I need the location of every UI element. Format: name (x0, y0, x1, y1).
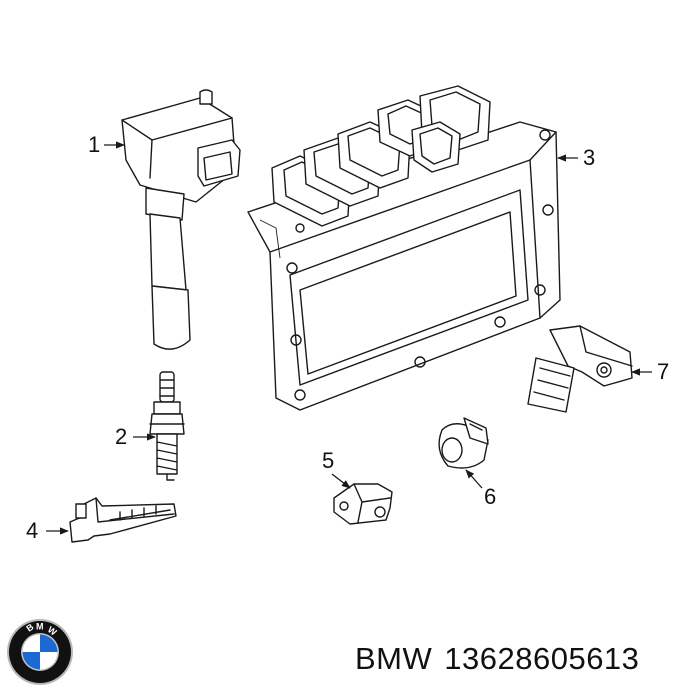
callout-3: 3 (583, 145, 596, 170)
bmw-logo: B M W (7, 619, 73, 685)
svg-text:B: B (24, 621, 35, 633)
callout-7: 7 (657, 359, 670, 384)
leader-5 (331, 473, 351, 489)
footer-caption: BMW 13628605613 (355, 641, 639, 677)
position-sensor (69, 497, 177, 543)
camshaft-sensor (333, 483, 393, 525)
svg-text:M: M (36, 622, 44, 632)
leader-6 (465, 469, 483, 489)
callout-6: 6 (484, 484, 497, 509)
spark-plug (149, 371, 185, 481)
part-number: 13628605613 (444, 641, 640, 676)
ignition-coil (121, 89, 241, 350)
ecu-module (247, 85, 561, 411)
callout-4: 4 (26, 518, 39, 543)
leader-lines (46, 141, 652, 535)
brand-name: BMW (355, 641, 433, 676)
callout-1: 1 (88, 132, 101, 157)
pressure-sensor (527, 325, 633, 413)
callout-2: 2 (115, 424, 128, 449)
knock-sensor (438, 417, 489, 469)
callout-5: 5 (322, 448, 335, 473)
